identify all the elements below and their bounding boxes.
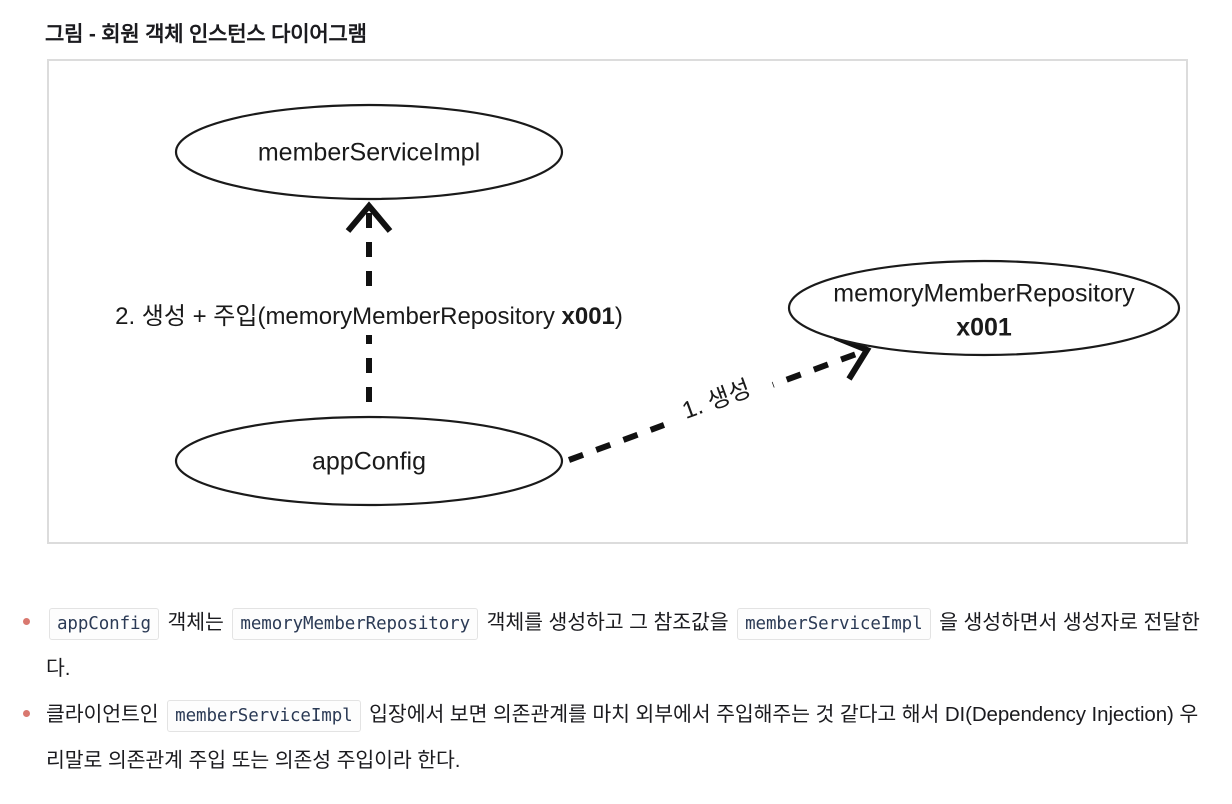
code-chip-member-service-impl: memberServiceImpl	[737, 608, 931, 640]
edge-label-create: 1. 생성	[656, 364, 777, 436]
node-memory-member-repository[interactable]: memoryMemberRepository x001	[787, 259, 1181, 357]
edge-label-inject-bold: x001	[562, 303, 615, 330]
code-chip-app-config: appConfig	[49, 608, 159, 640]
node-label-member-service-impl: memberServiceImpl	[258, 139, 480, 167]
edge-inject	[345, 201, 393, 431]
svg-text:2. 생성 + 주입(memoryMemberReposit: 2. 생성 + 주입(memoryMemberRepository x001)	[115, 303, 623, 330]
notes-list: appConfig 객체는 memoryMemberRepository 객체를…	[16, 600, 1216, 784]
edge-label-inject-suffix: )	[615, 303, 623, 330]
node-sublabel-memory-member-repository: x001	[956, 314, 1012, 342]
note-text: 을 생성하면서 생성자로 전달한다.	[46, 611, 1200, 680]
note-text: 객체는	[161, 611, 230, 634]
list-item: 클라이언트인 memberServiceImpl 입장에서 보면 의존관계를 마…	[16, 692, 1216, 784]
page-title: 그림 - 회원 객체 인스턴스 다이어그램	[45, 23, 367, 46]
code-chip-member-service-impl: memberServiceImpl	[167, 700, 361, 732]
edge-label-inject: 2. 생성 + 주입(memoryMemberRepository x001)	[77, 299, 662, 335]
diagram-frame: memberServiceImpl memoryMemberRepository…	[47, 59, 1188, 544]
instance-diagram: memberServiceImpl memoryMemberRepository…	[77, 103, 1181, 507]
note-text: 입장에서 보면 의존관계를 마치 외부에서 주입해주는 것 같다고 해서 DI(…	[46, 703, 1199, 772]
node-label-memory-member-repository: memoryMemberRepository	[833, 280, 1135, 308]
list-item: appConfig 객체는 memoryMemberRepository 객체를…	[16, 600, 1216, 692]
edge-label-inject-prefix: 2. 생성 + 주입(memoryMemberRepository	[115, 303, 561, 330]
node-app-config[interactable]: appConfig	[174, 415, 564, 507]
note-text: 객체를 생성하고 그 참조값을	[481, 611, 735, 634]
node-member-service-impl[interactable]: memberServiceImpl	[174, 103, 564, 201]
code-chip-memory-member-repository: memoryMemberRepository	[232, 608, 479, 640]
note-text: 클라이언트인	[46, 703, 165, 726]
bullet-marker-icon	[23, 710, 30, 717]
node-label-app-config: appConfig	[312, 448, 426, 476]
bullet-marker-icon	[23, 618, 30, 625]
